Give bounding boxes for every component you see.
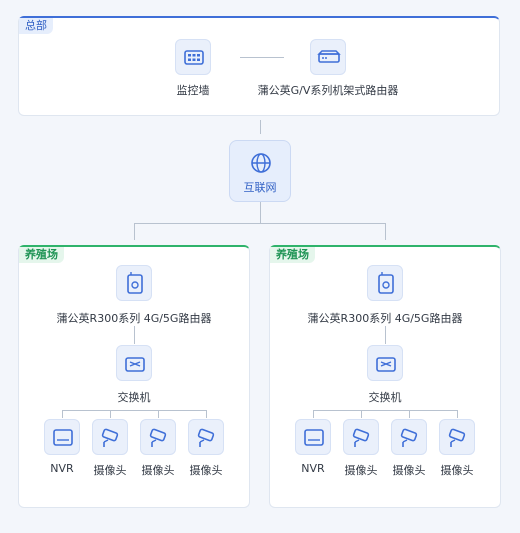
camera-icon: [343, 419, 379, 455]
nvr-label: NVR: [301, 462, 325, 475]
camera-icon: [188, 419, 224, 455]
nvr-icon: [295, 419, 331, 455]
monitor-wall-label: 监控墙: [176, 84, 210, 97]
device-drop-line: [313, 410, 314, 418]
router-switch-line: [134, 326, 135, 344]
device-drop-line: [457, 410, 458, 418]
farm-tag: 养殖场: [270, 247, 315, 263]
nvr-label: NVR: [50, 462, 74, 475]
camera-icon: [391, 419, 427, 455]
internet-node: [229, 140, 291, 202]
monitor-wall-icon: [175, 39, 211, 75]
device-drop-line: [62, 410, 63, 418]
farm-tag: 养殖场: [19, 247, 64, 263]
camera-label: 摄像头: [93, 464, 127, 477]
device-drop-line: [206, 410, 207, 418]
camera-icon: [92, 419, 128, 455]
switch-label: 交换机: [117, 391, 151, 404]
farm-router-icon: [367, 265, 403, 301]
globe-icon: [251, 153, 271, 173]
camera-icon: [439, 419, 475, 455]
camera-label: 摄像头: [440, 464, 474, 477]
internet-down-line: [260, 202, 261, 224]
branch-left-line: [134, 223, 135, 240]
device-drop-line: [361, 410, 362, 418]
rack-router-icon: [310, 39, 346, 75]
device-drop-line: [110, 410, 111, 418]
device-bus-line: [62, 410, 206, 411]
router-switch-line: [385, 326, 386, 344]
nvr-icon: [44, 419, 80, 455]
device-drop-line: [409, 410, 410, 418]
rack-router-label: 蒲公英G/V系列机架式路由器: [257, 84, 399, 97]
camera-label: 摄像头: [344, 464, 378, 477]
device-bus-line: [313, 410, 457, 411]
camera-label: 摄像头: [141, 464, 175, 477]
switch-icon: [367, 345, 403, 381]
farm-router-label: 蒲公英R300系列 4G/5G路由器: [307, 312, 463, 325]
switch-label: 交换机: [368, 391, 402, 404]
hq-internet-line: [260, 120, 261, 134]
farm-router-icon: [116, 265, 152, 301]
branch-horizontal-line: [134, 223, 386, 224]
internet-label: 互联网: [243, 181, 277, 194]
camera-label: 摄像头: [392, 464, 426, 477]
camera-icon: [140, 419, 176, 455]
device-drop-line: [158, 410, 159, 418]
branch-right-line: [385, 223, 386, 240]
headquarters-panel: 总部: [18, 16, 500, 116]
camera-label: 摄像头: [189, 464, 223, 477]
hq-connector-line: [240, 57, 284, 58]
farm-router-label: 蒲公英R300系列 4G/5G路由器: [56, 312, 212, 325]
switch-icon: [116, 345, 152, 381]
headquarters-tag: 总部: [19, 18, 53, 34]
